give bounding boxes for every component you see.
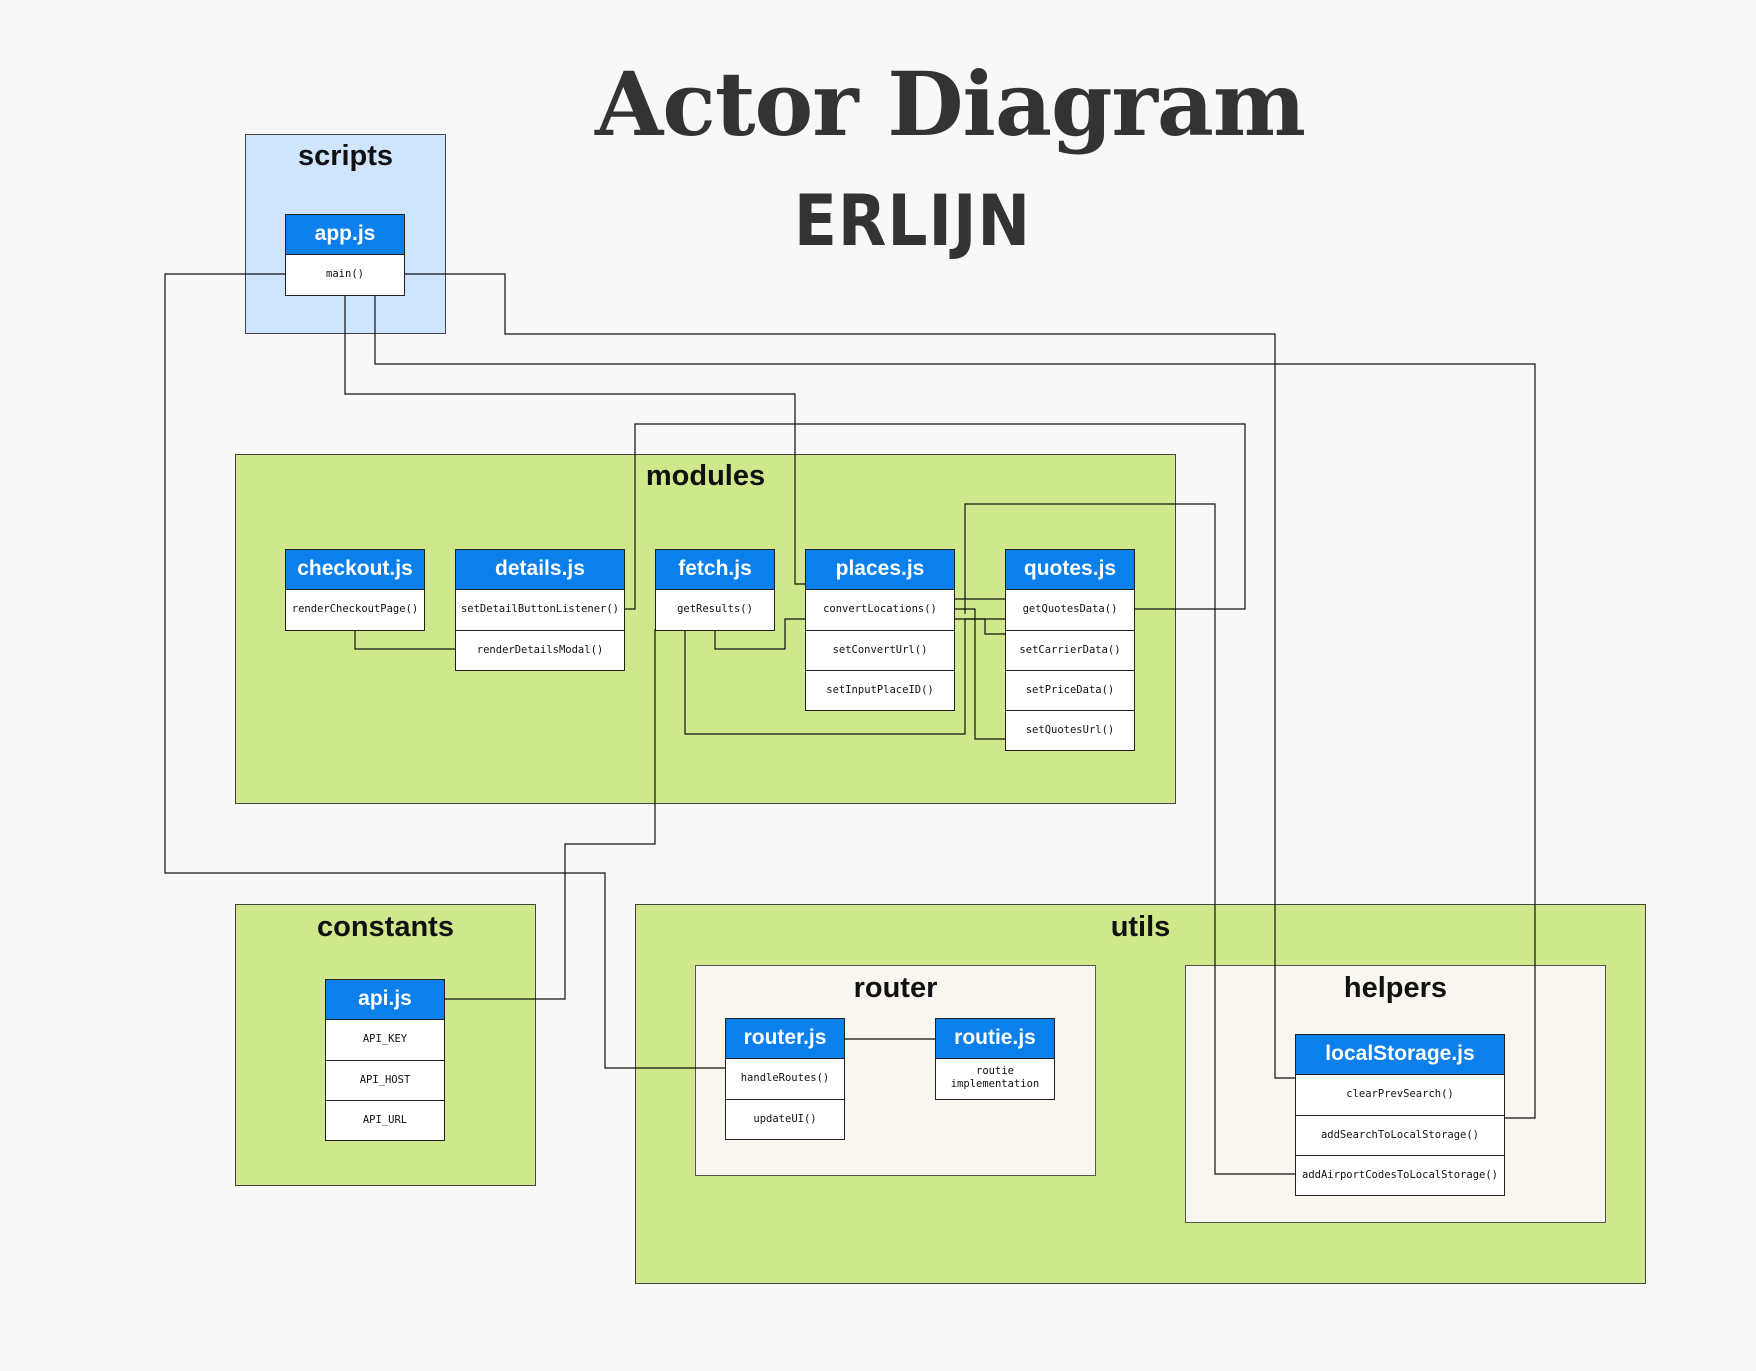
module-fetch-fn-getResults: getResults() (677, 603, 753, 615)
module-places[interactable]: places.js convertLocations() setConvertU… (805, 549, 955, 711)
module-localStorage-fn-addSearchToLocalStorage: addSearchToLocalStorage() (1296, 1115, 1504, 1155)
module-localStorage-fn-addAirportCodesToLocalStorage: addAirportCodesToLocalStorage() (1296, 1155, 1504, 1195)
module-api[interactable]: api.js API_KEY API_HOST API_URL (325, 979, 445, 1141)
group-label-modules: modules (645, 460, 766, 492)
module-quotes-fn-getQuotesData: getQuotesData() (1022, 603, 1118, 615)
module-routie-title: routie.js (936, 1019, 1054, 1059)
group-label-utils: utils (1110, 911, 1171, 943)
module-quotes-title: quotes.js (1006, 550, 1134, 590)
module-app[interactable]: app.js main() (285, 214, 405, 296)
module-places-fn-setConvertUrl: setConvertUrl() (806, 630, 954, 670)
module-routie-implementation: routie implementation (950, 1065, 1040, 1090)
module-routie[interactable]: routie.js routie implementation (935, 1018, 1055, 1100)
module-quotes-fn-setQuotesUrl: setQuotesUrl() (1006, 710, 1134, 750)
module-api-const-API_HOST: API_HOST (326, 1060, 444, 1100)
module-places-title: places.js (806, 550, 954, 590)
group-label-helpers: helpers (1343, 972, 1448, 1004)
module-router-title: router.js (726, 1019, 844, 1059)
module-app-title: app.js (286, 215, 404, 255)
module-details-fn-renderDetailsModal: renderDetailsModal() (456, 630, 624, 670)
group-label-scripts: scripts (297, 140, 394, 172)
module-localStorage-fn-clearPrevSearch: clearPrevSearch() (1346, 1088, 1454, 1100)
module-localStorage-title: localStorage.js (1296, 1035, 1504, 1075)
diagram-title: Actor Diagram (595, 52, 1306, 156)
module-details-title: details.js (456, 550, 624, 590)
module-api-title: api.js (326, 980, 444, 1020)
module-checkout[interactable]: checkout.js renderCheckoutPage() (285, 549, 425, 631)
module-places-fn-convertLocations: convertLocations() (823, 603, 937, 615)
module-details[interactable]: details.js setDetailButtonListener() ren… (455, 549, 625, 671)
module-api-const-API_KEY: API_KEY (362, 1033, 408, 1045)
module-details-fn-setDetailButtonListener: setDetailButtonListener() (460, 603, 620, 615)
module-places-fn-setInputPlaceID: setInputPlaceID() (806, 670, 954, 710)
module-quotes-fn-setPriceData: setPriceData() (1006, 670, 1134, 710)
group-label-constants: constants (317, 911, 454, 943)
module-router[interactable]: router.js handleRoutes() updateUI() (725, 1018, 845, 1140)
module-localStorage[interactable]: localStorage.js clearPrevSearch() addSea… (1295, 1034, 1505, 1196)
module-api-const-API_URL: API_URL (326, 1100, 444, 1140)
module-fetch[interactable]: fetch.js getResults() (655, 549, 775, 631)
module-router-fn-updateUI: updateUI() (726, 1099, 844, 1139)
group-label-router: router (853, 972, 938, 1004)
module-checkout-title: checkout.js (286, 550, 424, 590)
module-fetch-title: fetch.js (656, 550, 774, 590)
module-router-fn-handleRoutes: handleRoutes() (740, 1072, 830, 1084)
module-checkout-fn-renderCheckoutPage: renderCheckoutPage() (291, 603, 419, 615)
module-quotes-fn-setCarrierData: setCarrierData() (1006, 630, 1134, 670)
module-quotes[interactable]: quotes.js getQuotesData() setCarrierData… (1005, 549, 1135, 751)
module-app-fn-main: main() (326, 268, 364, 280)
diagram-subtitle: ERLIJN (793, 180, 1032, 262)
